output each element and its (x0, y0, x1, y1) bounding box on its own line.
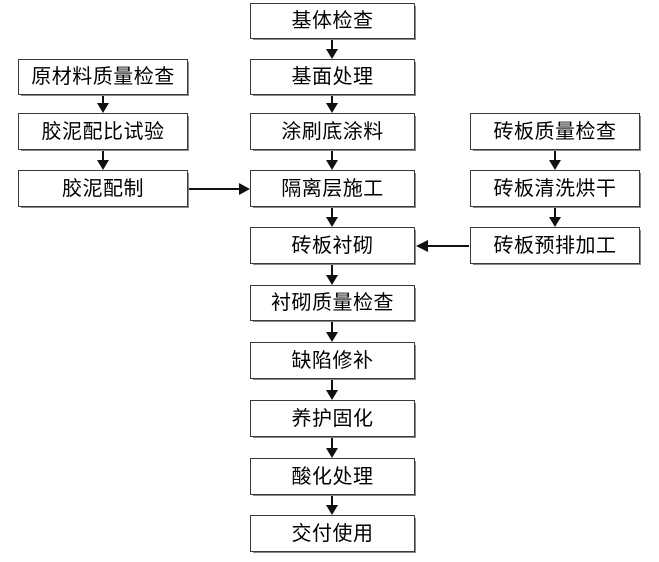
connector-c7-c8 (326, 379, 338, 400)
node-label: 砖板质量检查 (493, 118, 617, 143)
node-label: 砖板衬砌 (291, 232, 374, 257)
node-curing[interactable]: 养护固化 (250, 400, 415, 437)
connector-c1-c2 (326, 39, 338, 59)
node-mortar-preparation[interactable]: 胶泥配制 (18, 170, 188, 207)
node-defect-repair[interactable]: 缺陷修补 (250, 342, 415, 379)
connector-l1-l2 (97, 96, 109, 113)
node-tile-lining[interactable]: 砖板衬砌 (250, 227, 415, 264)
node-label: 养护固化 (291, 405, 374, 430)
node-delivery-for-use[interactable]: 交付使用 (250, 515, 415, 552)
node-label: 基体检查 (291, 8, 374, 32)
node-acidification-treatment[interactable]: 酸化处理 (250, 458, 415, 495)
node-label: 缺陷修补 (291, 347, 374, 372)
connector-c3-c4 (326, 151, 338, 170)
node-label: 涂刷底涂料 (281, 118, 384, 143)
connector-r1-r2 (549, 151, 561, 170)
node-label: 砖板清洗烘干 (493, 175, 617, 200)
node-label: 基面处理 (291, 64, 374, 88)
connector-l2-l3 (97, 151, 109, 170)
node-lining-quality-inspection[interactable]: 衬砌质量检查 (250, 285, 415, 321)
node-isolation-layer-construction[interactable]: 隔离层施工 (250, 170, 415, 207)
node-raw-material-quality-inspection[interactable]: 原材料质量检查 (18, 59, 188, 95)
connector-c6-c7 (326, 321, 338, 342)
node-mortar-ratio-test[interactable]: 胶泥配比试验 (18, 113, 188, 150)
connector-c4-c5 (326, 208, 338, 227)
connector-l3-c4 (189, 183, 250, 195)
node-substrate-inspection[interactable]: 基体检查 (250, 3, 415, 39)
node-tile-pre-arrangement-processing[interactable]: 砖板预排加工 (470, 227, 640, 264)
node-base-surface-treatment[interactable]: 基面处理 (250, 59, 415, 95)
node-tile-washing-drying[interactable]: 砖板清洗烘干 (470, 170, 640, 207)
node-label: 胶泥配比试验 (41, 118, 165, 143)
node-label: 原材料质量检查 (31, 64, 175, 88)
connector-c8-c9 (326, 437, 338, 458)
node-label: 衬砌质量检查 (271, 290, 394, 314)
connector-c9-c10 (326, 495, 338, 515)
connector-c5-c6 (326, 264, 338, 285)
node-label: 胶泥配制 (62, 175, 144, 200)
node-label: 交付使用 (291, 520, 374, 545)
connector-r3-c5 (416, 240, 469, 252)
connector-c2-c3 (326, 96, 338, 113)
node-tile-quality-inspection[interactable]: 砖板质量检查 (470, 113, 640, 150)
node-label: 酸化处理 (291, 463, 374, 488)
node-label: 砖板预排加工 (493, 232, 617, 257)
node-label: 隔离层施工 (281, 175, 384, 200)
node-primer-coating[interactable]: 涂刷底涂料 (250, 113, 415, 150)
connector-r2-r3 (549, 208, 561, 227)
